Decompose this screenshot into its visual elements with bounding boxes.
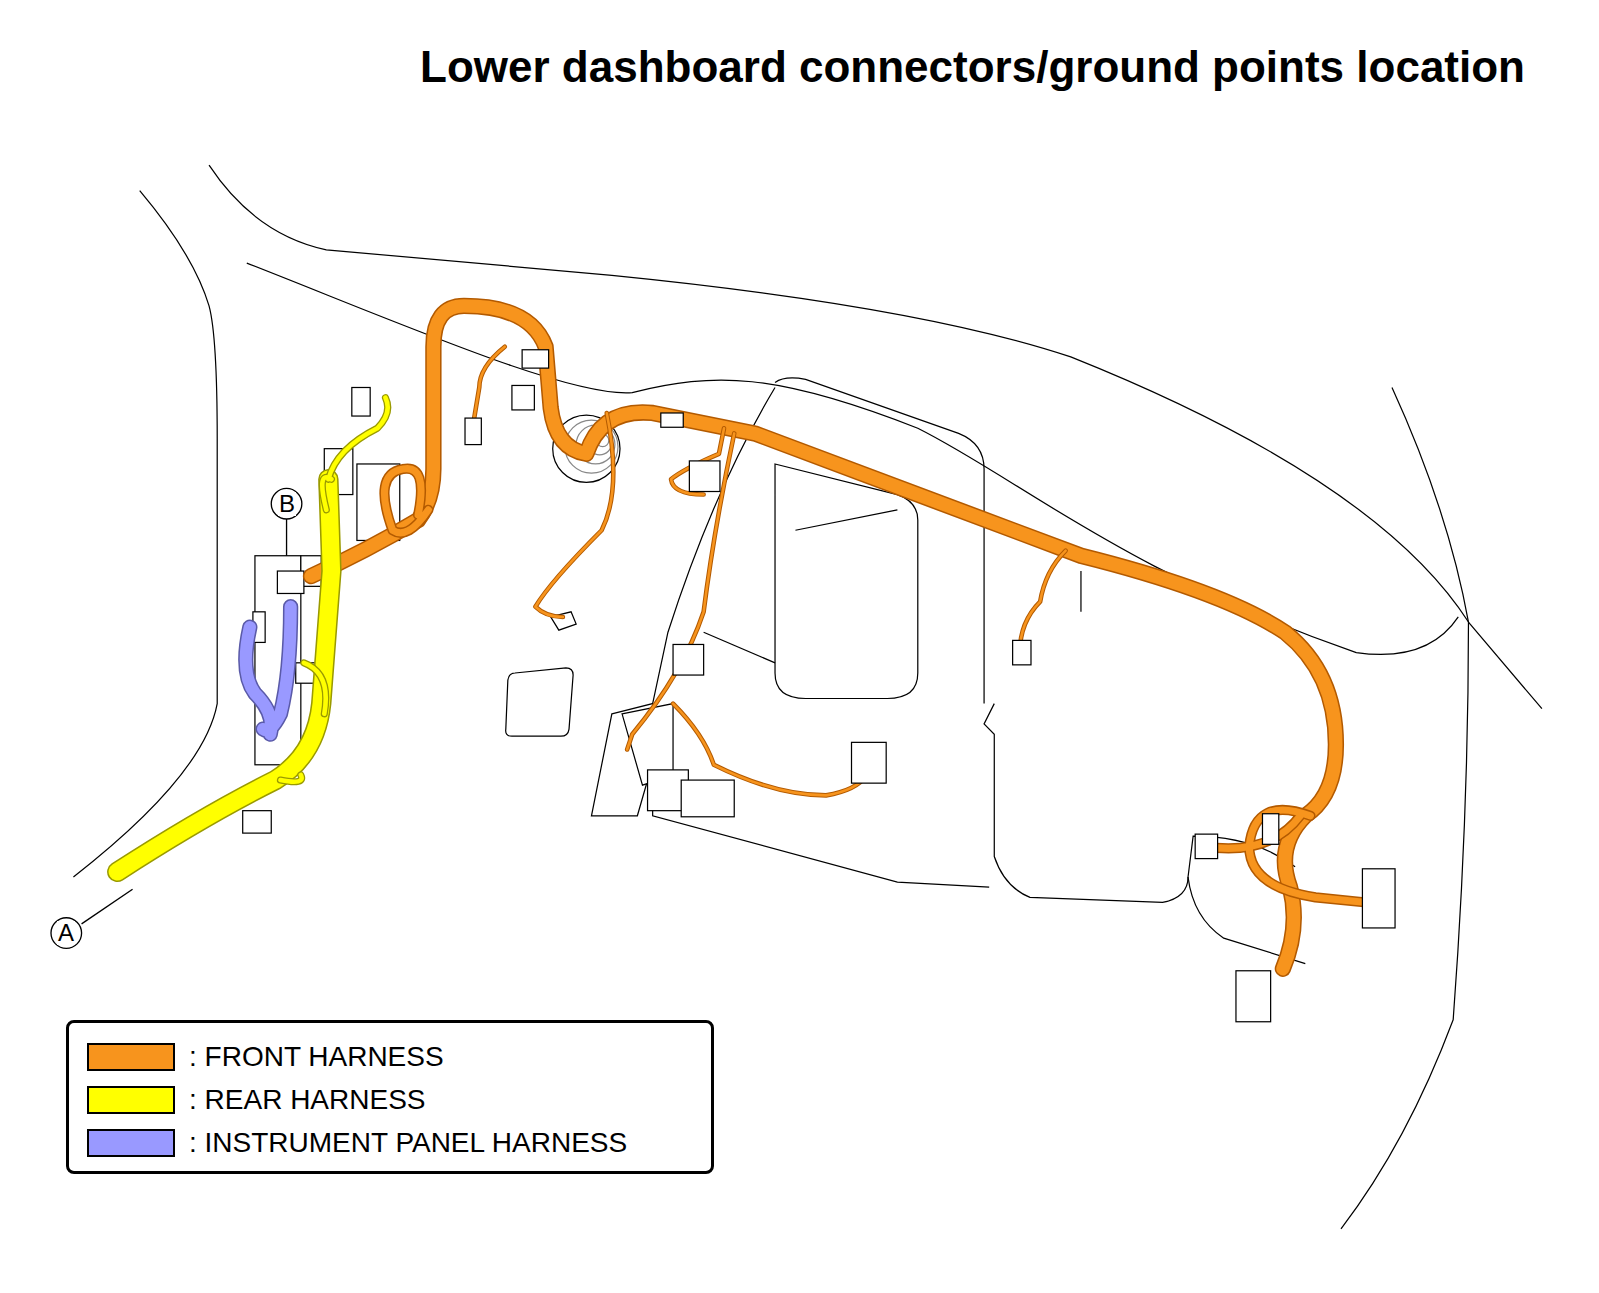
callout-letter: B	[278, 492, 296, 516]
legend-box: : FRONT HARNESS : REAR HARNESS : INSTRUMEN…	[66, 1020, 714, 1174]
legend-swatch	[87, 1043, 175, 1071]
callout-letter: A	[57, 921, 75, 945]
legend-text: : REAR HARNESS	[189, 1085, 426, 1115]
legend-swatch	[87, 1129, 175, 1157]
legend-swatch	[87, 1086, 175, 1114]
title: Lower dashboard connectors/ground points…	[420, 42, 1525, 92]
legend-text: : INSTRUMENT PANEL HARNESS	[189, 1128, 627, 1158]
legend-text: : FRONT HARNESS	[189, 1042, 444, 1072]
